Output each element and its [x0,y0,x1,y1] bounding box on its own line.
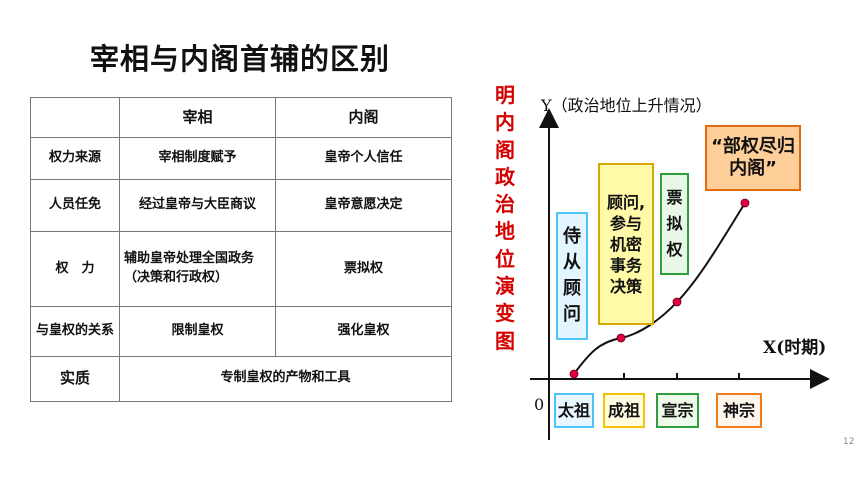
x-axis-label: X(时期) [763,338,827,358]
cell-merged: 专制皇权的产物和工具 [119,355,452,403]
table-row: 人员任免 经过皇帝与大臣商议 皇帝意愿决定 [30,179,452,233]
vertical-title-char: 地 [495,219,515,244]
table-row: 与皇权的关系 限制皇权 强化皇权 [30,305,452,357]
vertical-title-char: 明 [495,83,515,107]
diagram-vertical-title: 明内阁政治地位演变图 [493,82,517,355]
vertical-title-char: 图 [495,328,515,353]
period-box: 神宗 [716,393,762,428]
page-title: 宰相与内阁首辅的区别 [89,42,390,76]
vertical-title-char: 变 [495,301,515,326]
row-label: 权 力 [30,231,120,307]
curve-point [569,369,579,379]
cell-neige: 皇帝意愿决定 [275,179,452,233]
cell-neige: 票拟权 [275,231,452,307]
page-number: 12 [843,437,855,447]
table-header-neige: 内阁 [275,96,452,139]
vertical-title-char: 阁 [495,137,515,162]
y-axis-label: Y（政治地位上升情况） [541,96,712,115]
period-box: 成祖 [603,393,645,428]
vertical-title-char: 内 [495,110,515,135]
row-label: 实质 [30,355,120,403]
evolution-curve [573,202,746,375]
cell-zaixiang: 辅助皇帝处理全国政务（决策和行政权） [119,231,276,307]
table-row: 实质 专制皇权的产物和工具 [30,355,452,403]
stage-box: “部权尽归内阁” [705,125,801,191]
cell-neige: 皇帝个人信任 [275,137,452,181]
table-row: 权力来源 宰相制度赋予 皇帝个人信任 [30,137,452,181]
curve-point [616,333,626,343]
stage-box: 票拟权 [660,173,689,275]
vertical-title-char: 政 [495,164,515,189]
table-header-row: 宰相 内阁 [30,96,452,139]
vertical-title-char: 位 [495,246,515,271]
comparison-table: 宰相 内阁 权力来源 宰相制度赋予 皇帝个人信任 人员任免 经过皇帝与大臣商议 … [30,96,452,403]
cell-zaixiang: 限制皇权 [119,305,276,357]
period-box: 宣宗 [656,393,699,428]
table-row: 权 力 辅助皇帝处理全国政务（决策和行政权） 票拟权 [30,231,452,307]
curve-point [672,297,682,307]
row-label: 与皇权的关系 [30,305,120,357]
vertical-title-char: 演 [495,274,515,299]
period-box: 太祖 [554,393,594,428]
vertical-title-char: 治 [495,192,515,217]
origin-label: 0 [534,395,545,414]
curve-point [740,198,750,208]
table-header-empty [30,96,120,139]
table-header-zaixiang: 宰相 [119,96,276,139]
cell-neige: 强化皇权 [275,305,452,357]
stage-box: 侍从顾问 [556,212,588,340]
stage-box: 顾问,参与机密事务决策 [598,163,654,325]
